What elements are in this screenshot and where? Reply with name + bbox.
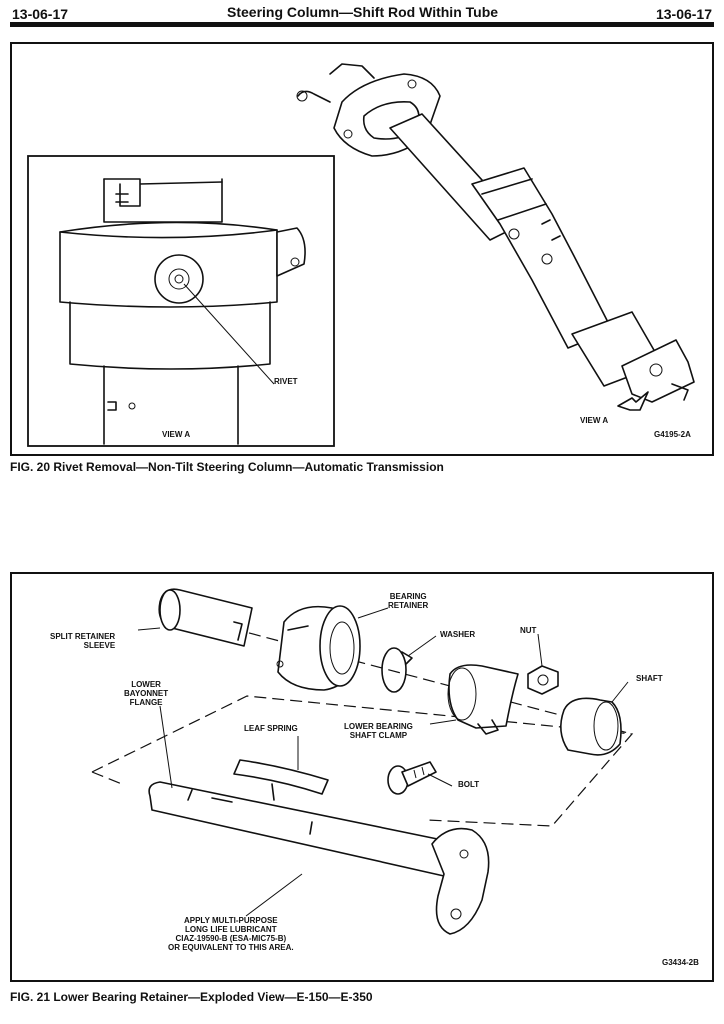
page-number-left: 13-06-17: [12, 6, 69, 22]
shaft-label: SHAFT: [636, 674, 663, 683]
fig20-caption: FIG. 20 Rivet Removal—Non-Tilt Steering …: [10, 460, 444, 474]
page-header: 13-06-17 Steering Column—Shift Rod Withi…: [12, 2, 712, 24]
nut-label: NUT: [520, 626, 537, 635]
lubricant-note: APPLY MULTI-PURPOSE LONG LIFE LUBRICANT …: [168, 916, 294, 952]
lower-bearing-shaft-clamp-label: LOWER BEARING SHAFT CLAMP: [344, 722, 413, 740]
bearing-retainer-label: BEARING RETAINER: [388, 592, 429, 610]
fig20-code: G4195-2A: [654, 430, 691, 439]
page-title: Steering Column—Shift Rod Within Tube: [227, 4, 499, 20]
washer-label: WASHER: [440, 630, 476, 639]
header-rule: [10, 22, 714, 27]
lower-bayonnet-flange-label: LOWER BAYONNET FLANGE: [124, 680, 169, 707]
split-retainer-sleeve-label: SPLIT RETAINER SLEEVE: [50, 632, 116, 650]
page-number-right: 13-06-17: [655, 6, 712, 22]
rivet-label: RIVET: [274, 377, 298, 386]
fig21-caption: FIG. 21 Lower Bearing Retainer—Exploded …: [10, 990, 373, 1004]
bolt-label: BOLT: [458, 780, 480, 789]
view-a-arrow-label: VIEW A: [580, 416, 609, 425]
fig20-drawing: [27, 63, 695, 447]
view-a-inset-label: VIEW A: [162, 430, 191, 439]
leaf-spring-label: LEAF SPRING: [244, 724, 298, 733]
fig21-code: G3434-2B: [662, 958, 699, 967]
fig20-illustration: RIVET VIEW A VIEW A G4195-2A: [10, 42, 714, 456]
fig21-drawing: [91, 588, 634, 935]
fig21-illustration: BEARING RETAINER SPLIT RETAINER SLEEVE W…: [10, 572, 714, 982]
